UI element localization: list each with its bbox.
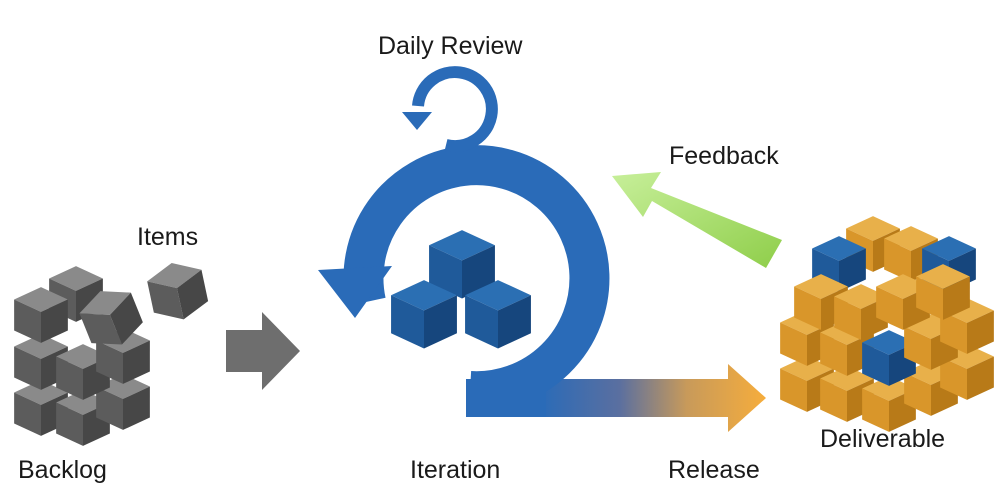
gradient-right-arrow-icon [540,364,766,432]
orange-blue-cube-stack-icon [780,216,994,432]
deliverable-label: Deliverable [820,425,946,453]
iteration-cubes [391,230,531,349]
items-label: Items [137,223,199,251]
feedback-label: Feedback [669,142,779,170]
gray-cube-stack-icon [14,257,211,446]
circular-arrow-icon [318,145,610,417]
right-arrow-icon [226,312,300,390]
release-label: Release [668,456,760,484]
backlog-label: Backlog [18,456,107,484]
small-circular-arrow-icon [402,66,498,153]
daily-review-label: Daily Review [378,32,523,60]
up-left-arrow-icon [612,172,782,268]
iteration-label: Iteration [410,456,501,484]
